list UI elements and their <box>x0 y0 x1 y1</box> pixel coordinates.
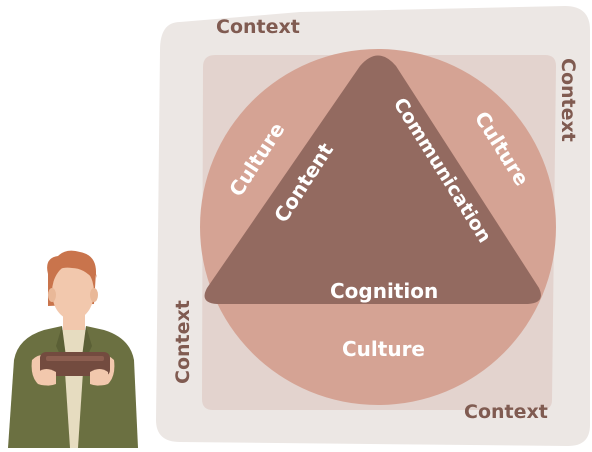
cognition-label: Cognition <box>330 279 438 303</box>
context-label-right: Context <box>557 58 579 142</box>
culture-label-bottom: Culture <box>342 337 425 361</box>
context-label-top: Context <box>216 16 300 38</box>
context-label-bottom: Context <box>464 401 548 423</box>
cognition-triangle <box>204 55 541 304</box>
context-label-left: Context <box>172 300 194 384</box>
person-holding-phone-illustration <box>8 250 138 448</box>
